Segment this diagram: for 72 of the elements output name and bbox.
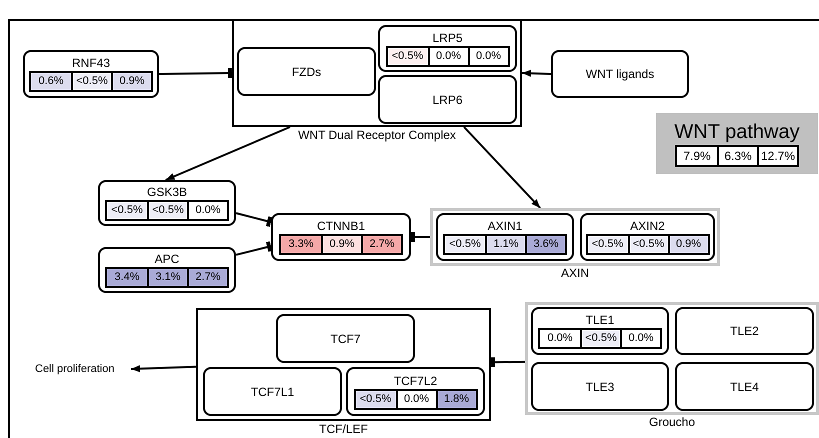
inhibition-line (490, 357, 526, 368)
percentage-cell: 0.9% (321, 236, 361, 253)
arrow (522, 70, 552, 77)
gene-label: TLE1 (586, 313, 614, 327)
gene-label: WNT pathway (674, 120, 800, 142)
gene-label: TLE3 (586, 380, 614, 394)
percentage-cell: 0.9% (668, 236, 708, 253)
pathway-box (656, 113, 818, 174)
inhibition-line (158, 68, 232, 78)
gene-label: TLE4 (730, 380, 759, 394)
gene-label: AXIN2 (630, 219, 665, 233)
gene-box (23, 50, 159, 98)
percentage-cell: 1.8% (436, 390, 476, 408)
gene-box (203, 367, 342, 416)
gene-box (675, 307, 814, 355)
percentage-cell: <0.5% (71, 73, 111, 90)
gene-box (580, 213, 715, 261)
gene-box (271, 213, 411, 261)
gene-label: TCF7L2 (394, 374, 438, 388)
gene-label: FZDs (292, 64, 322, 78)
gene-box (551, 50, 689, 98)
group-label: WNT Dual Receptor Complex (297, 128, 457, 142)
inhibition-line (236, 212, 272, 227)
percentage-cell: 3.3% (281, 236, 321, 253)
gene-label: RNF43 (72, 56, 110, 70)
percentage-cell: 2.7% (361, 236, 401, 253)
percentage-cell: <0.5% (356, 390, 396, 408)
percentage-cell: 0.9% (111, 73, 151, 90)
arrow (463, 126, 541, 209)
percentage-cell: <0.5% (628, 236, 668, 253)
percentage-cell: 0.6% (31, 73, 71, 90)
percentage-cell: 3.1% (147, 269, 187, 286)
percentage-cell: <0.5% (388, 48, 428, 64)
gene-box (237, 47, 376, 96)
percentage-cell: <0.5% (147, 202, 187, 219)
gene-label: WNT ligands (586, 67, 654, 81)
percentage-cell: 12.7% (757, 146, 797, 164)
gene-box (346, 367, 485, 416)
gene-label: TCF7 (330, 332, 360, 346)
percentage-cell: <0.5% (107, 202, 147, 219)
gene-label: APC (154, 252, 180, 266)
gene-box (378, 75, 517, 124)
outcome-label: Cell proliferation (35, 363, 114, 375)
gene-box (98, 180, 236, 226)
gene-label: GSK3B (146, 185, 188, 199)
gene-label: TLE2 (730, 324, 759, 338)
percentage-cell: <0.5% (445, 236, 485, 253)
inhibition-line (411, 232, 430, 242)
group-label: Groucho (648, 415, 696, 429)
group-label: AXIN (560, 266, 590, 280)
percentage-cell: 2.7% (187, 269, 227, 286)
gene-label: TCF7L1 (250, 384, 294, 398)
gene-box (436, 213, 574, 261)
gene-box (276, 314, 415, 363)
percentage-cell: <0.5% (588, 236, 628, 253)
percentage-cell: 3.6% (525, 236, 565, 253)
gene-box (378, 25, 517, 72)
percentage-cell: 1.1% (485, 236, 525, 253)
group-label: TCF/LEF (318, 422, 369, 436)
gene-label: LRP6 (432, 92, 463, 106)
gene-label: AXIN1 (488, 219, 522, 233)
percentage-cell: <0.5% (580, 330, 620, 347)
percentage-cell: 3.4% (107, 269, 147, 286)
arrow (165, 126, 290, 181)
inhibition-line (236, 241, 272, 256)
gene-label: CTNNB1 (316, 219, 365, 233)
gene-box (531, 307, 669, 355)
gene-box (531, 362, 669, 411)
gene-box (675, 362, 814, 411)
arrow (130, 365, 196, 372)
gene-label: LRP5 (432, 30, 463, 44)
gene-box (98, 247, 236, 293)
